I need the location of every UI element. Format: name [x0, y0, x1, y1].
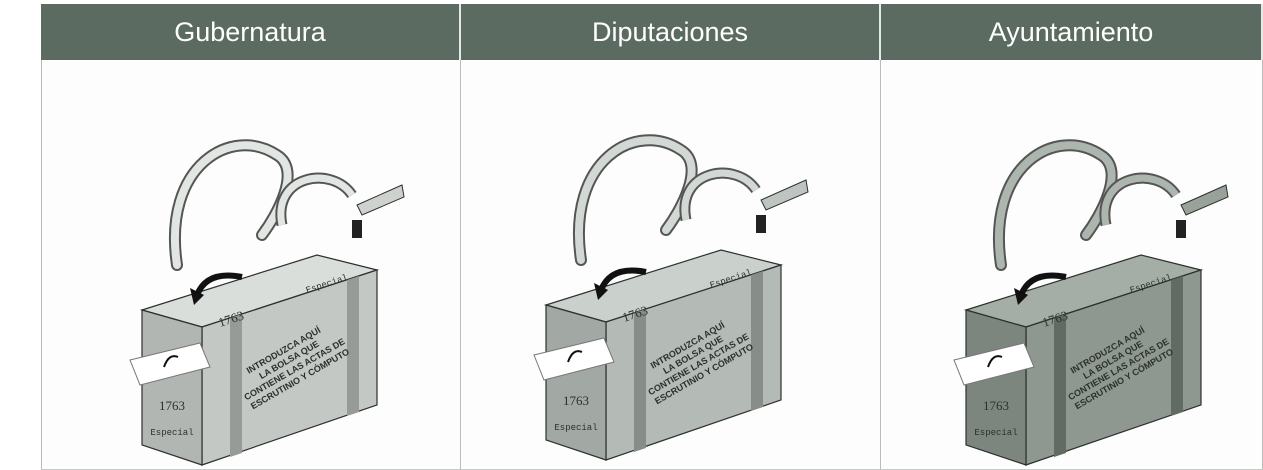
header-diputaciones: Diputaciones [461, 4, 881, 60]
cell-ayuntamiento: INTRODUZCA AQUÍLA BOLSA QUECONTIENE LAS … [881, 60, 1263, 470]
insert-arrow-icon [1014, 288, 1028, 305]
strap [1101, 174, 1179, 226]
header-ayuntamiento: Ayuntamiento [881, 4, 1263, 60]
box-label: Especial [974, 428, 1017, 438]
box-side [965, 309, 1027, 466]
strap [575, 136, 696, 264]
ballot-box-illustration: INTRODUZCA AQUÍLA BOLSA QUECONTIENE LAS … [533, 134, 809, 461]
strap [169, 139, 294, 271]
strap [681, 169, 759, 221]
box-strap [751, 271, 763, 411]
box-strap [634, 309, 646, 452]
paper-sheet [129, 342, 211, 386]
arrow-icon [567, 350, 583, 363]
strap [171, 141, 292, 269]
arrow-icon [163, 355, 179, 368]
ballot-box-table: Gubernatura Diputaciones Ayuntamiento IN… [41, 4, 1263, 470]
strap-buckle [756, 215, 766, 233]
insert-arrow-icon [594, 283, 608, 300]
box-side [141, 309, 203, 466]
box-number: 1763 [983, 398, 1009, 413]
arrow-icon [987, 355, 1003, 368]
box-strap [1054, 314, 1066, 457]
ballot-box-illustration: INTRODUZCA AQUÍLA BOLSA QUECONTIENE LAS … [129, 139, 405, 466]
insert-arrow-icon [598, 267, 647, 292]
box-strap [1171, 276, 1183, 416]
strap-end [356, 184, 405, 216]
box-strap [230, 314, 242, 457]
cell-diputaciones: INTRODUZCA AQUÍLA BOLSA QUECONTIENE LAS … [461, 60, 881, 470]
strap [993, 139, 1118, 271]
strap-end [760, 179, 809, 211]
insert-arrow-icon [194, 272, 243, 297]
insert-arrow-icon [1018, 272, 1067, 297]
box-label: Especial [554, 423, 597, 433]
cell-gubernatura: INTRODUZCA AQUÍLA BOLSA QUECONTIENE LAS … [41, 60, 461, 470]
paper-sheet [533, 337, 615, 381]
strap-end [1180, 184, 1229, 216]
box-label: Especial [150, 428, 193, 438]
box-side [545, 304, 607, 461]
paper-sheet [953, 342, 1035, 386]
box-number: 1763 [563, 393, 589, 408]
box-number: 1763 [159, 398, 185, 413]
strap-buckle [1176, 220, 1186, 238]
ballot-box-illustration: INTRODUZCA AQUÍLA BOLSA QUECONTIENE LAS … [953, 139, 1229, 466]
box-strap [347, 276, 359, 416]
header-gubernatura: Gubernatura [41, 4, 461, 60]
strap [277, 174, 355, 226]
strap [995, 141, 1116, 269]
strap-buckle [352, 220, 362, 238]
insert-arrow-icon [190, 288, 204, 305]
strap [573, 134, 698, 266]
